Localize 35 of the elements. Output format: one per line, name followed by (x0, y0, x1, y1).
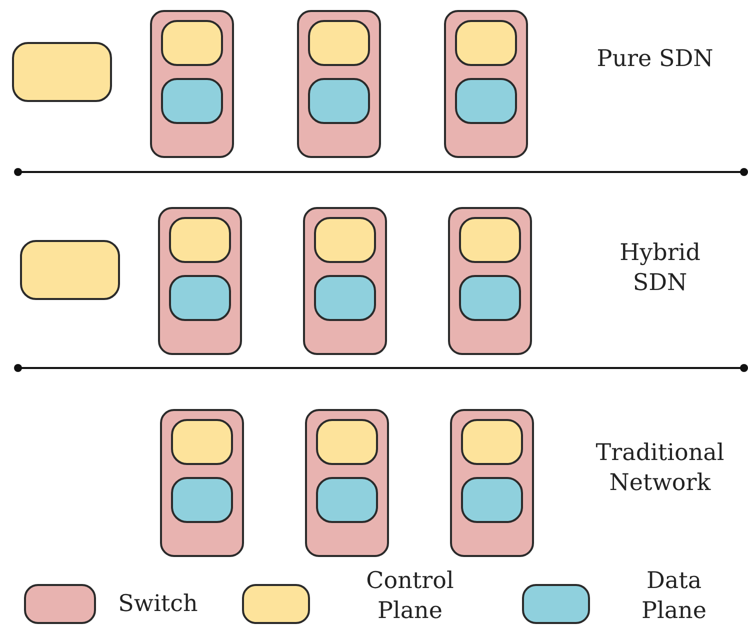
control-plane-box (459, 217, 521, 263)
data-plane-box (461, 477, 523, 523)
switch-box (305, 409, 389, 557)
switch-box (448, 207, 532, 355)
control-plane-box (20, 240, 120, 300)
legend-label: Switch (117, 590, 199, 619)
switch-box (450, 409, 534, 557)
switch-box (160, 409, 244, 557)
control-plane-box (455, 20, 517, 66)
data-plane-box (455, 78, 517, 124)
control-plane-box (308, 20, 370, 66)
data-plane-box (314, 275, 376, 321)
data-plane-box (316, 477, 378, 523)
control-plane-box (461, 419, 523, 465)
switch-box (158, 207, 242, 355)
data-plane-box (171, 477, 233, 523)
switch-box (444, 10, 528, 158)
row-label: Hybrid SDN (618, 239, 702, 298)
data-plane-box (459, 275, 521, 321)
control-plane-box (12, 42, 112, 102)
control-plane-box (314, 217, 376, 263)
control-plane-box (169, 217, 231, 263)
data-plane-box (169, 275, 231, 321)
control-plane-box (161, 20, 223, 66)
data-plane-box (308, 78, 370, 124)
switch-box (297, 10, 381, 158)
switch-box (150, 10, 234, 158)
row-label: Traditional Network (594, 439, 726, 498)
switch-box (303, 207, 387, 355)
legend-label: Control Plane (365, 567, 455, 626)
control-plane-box (171, 419, 233, 465)
data-plane-box (161, 78, 223, 124)
row-label: Pure SDN (596, 45, 714, 74)
control-plane-box (316, 419, 378, 465)
legend-label: Data Plane (640, 567, 708, 626)
